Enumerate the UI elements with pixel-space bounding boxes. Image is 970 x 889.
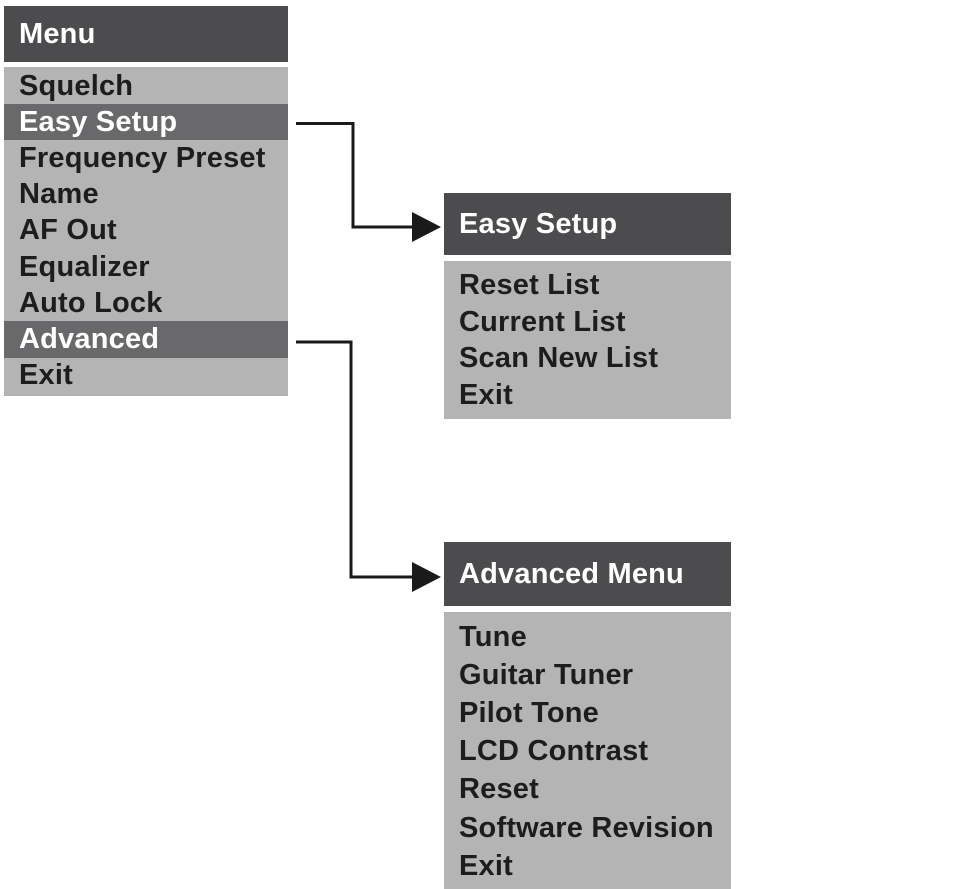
menu-item-frequency-preset[interactable]: Frequency Preset bbox=[19, 141, 266, 174]
main-menu-panel: Menu Squelch Easy Setup Frequency Preset… bbox=[4, 6, 288, 396]
menu-item-guitar-tuner[interactable]: Guitar Tuner bbox=[459, 658, 634, 691]
menu-item-software-revision[interactable]: Software Revision bbox=[459, 811, 714, 844]
advanced-menu-panel: Advanced Menu Tune Guitar Tuner Pilot To… bbox=[444, 542, 731, 889]
advanced-arrowhead-icon bbox=[412, 562, 441, 592]
menu-item-pilot-tone[interactable]: Pilot Tone bbox=[459, 696, 600, 729]
menu-item-current-list[interactable]: Current List bbox=[459, 305, 626, 338]
easy-setup-panel: Easy Setup Reset List Current List Scan … bbox=[444, 193, 731, 420]
main-menu-title: Menu bbox=[19, 17, 96, 50]
easy-setup-arrowhead-icon bbox=[412, 212, 441, 242]
menu-item-scan-new-list[interactable]: Scan New List bbox=[459, 342, 659, 375]
advanced-menu-list: Tune Guitar Tuner Pilot Tone LCD Contras… bbox=[444, 612, 731, 889]
menu-item-equalizer[interactable]: Equalizer bbox=[19, 250, 150, 283]
menu-item-easy-setup[interactable]: Easy Setup bbox=[4, 104, 288, 141]
easy-setup-title-bar: Easy Setup bbox=[444, 193, 731, 255]
menu-item-advanced[interactable]: Advanced bbox=[4, 321, 288, 358]
menu-item-name[interactable]: Name bbox=[19, 178, 99, 211]
menu-item-advanced-exit[interactable]: Exit bbox=[459, 849, 513, 882]
menu-item-squelch[interactable]: Squelch bbox=[19, 69, 134, 102]
menu-item-tune[interactable]: Tune bbox=[459, 620, 527, 653]
main-menu-list: Squelch Easy Setup Frequency Preset Name… bbox=[4, 67, 288, 396]
main-menu-title-bar: Menu bbox=[4, 6, 288, 62]
menu-item-exit[interactable]: Exit bbox=[19, 359, 73, 392]
menu-item-auto-lock[interactable]: Auto Lock bbox=[19, 286, 163, 319]
advanced-menu-title-bar: Advanced Menu bbox=[444, 542, 731, 606]
easy-setup-title: Easy Setup bbox=[459, 207, 618, 240]
menu-item-easy-setup-exit[interactable]: Exit bbox=[459, 379, 513, 412]
menu-item-lcd-contrast[interactable]: LCD Contrast bbox=[459, 735, 649, 768]
menu-item-reset[interactable]: Reset bbox=[459, 773, 539, 806]
easy-setup-list: Reset List Current List Scan New List Ex… bbox=[444, 261, 731, 420]
advanced-menu-title: Advanced Menu bbox=[459, 557, 684, 590]
menu-item-reset-list[interactable]: Reset List bbox=[459, 268, 600, 301]
menu-item-af-out[interactable]: AF Out bbox=[19, 214, 117, 247]
connector-advanced bbox=[296, 340, 441, 592]
connector-easy-setup bbox=[296, 122, 441, 242]
